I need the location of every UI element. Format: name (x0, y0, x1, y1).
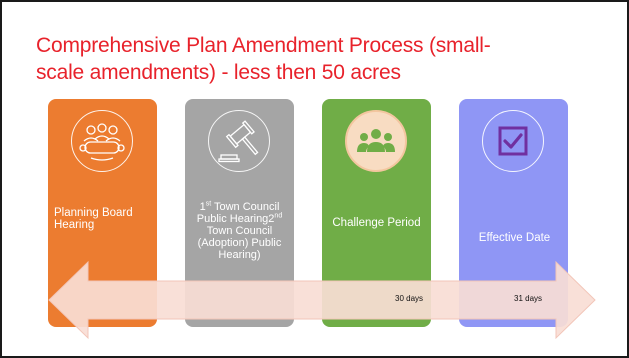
title-line-2: scale amendments) - less then 50 acres (36, 61, 401, 84)
slide-title: Comprehensive Plan Amendment Process (sm… (36, 32, 596, 86)
label-part: Town Council Public Hearing2 (196, 201, 280, 225)
timeline-arrow (48, 260, 596, 340)
group-icon (345, 110, 407, 172)
step-label: Effective Date (478, 232, 551, 244)
step-label: Challenge Period (332, 217, 421, 229)
step-label: 1st Town Council Public Hearing2nd Town … (188, 200, 291, 261)
label-part: Town Council (Adoption) Public Hearing) (197, 225, 282, 261)
title-line-1: Comprehensive Plan Amendment Process (sm… (36, 34, 491, 57)
label-part: 1 (199, 201, 206, 213)
timeline-label-30: 30 days (395, 294, 424, 303)
step-label: Planning Board Hearing (54, 207, 133, 231)
meeting-table-icon (71, 110, 133, 172)
timeline-label-31: 31 days (514, 294, 543, 303)
gavel-icon (208, 110, 270, 172)
checkbox-icon (482, 110, 544, 172)
label-sup: st (205, 200, 212, 208)
label-sup: nd (274, 212, 283, 220)
